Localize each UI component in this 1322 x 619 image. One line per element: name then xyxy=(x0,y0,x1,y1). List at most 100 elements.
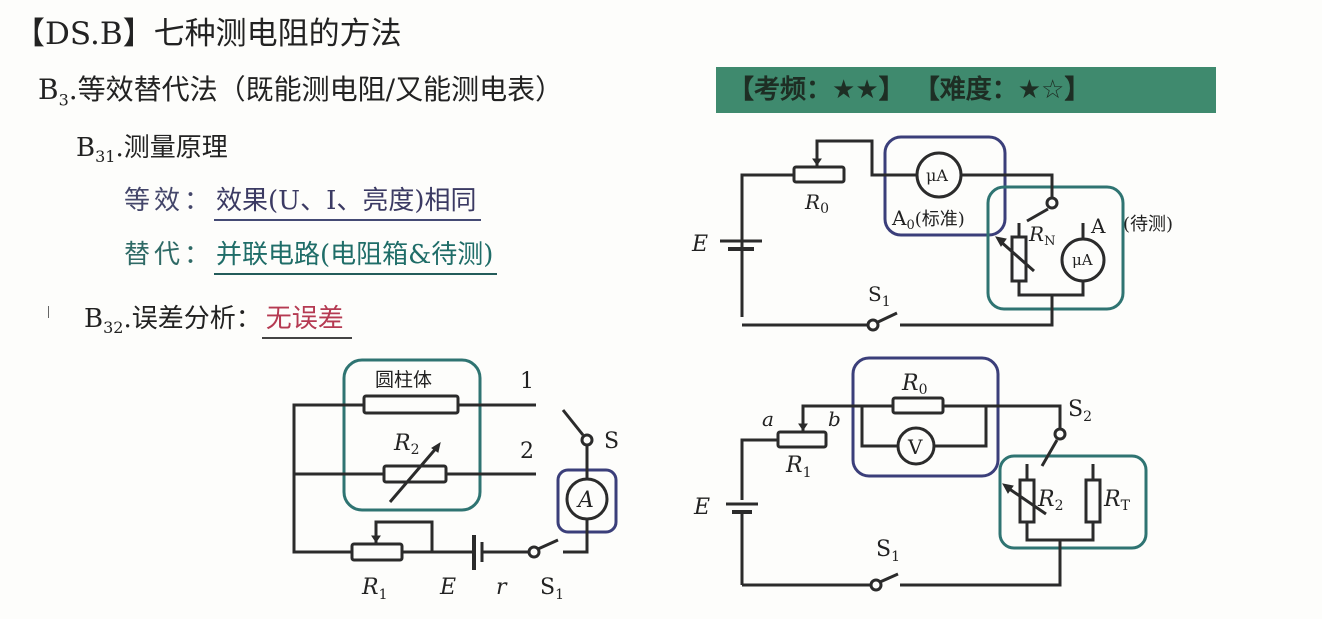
switch-s1-blade xyxy=(879,572,899,584)
meter-label-ua-2: μA xyxy=(1072,251,1093,269)
wire xyxy=(900,295,1054,327)
item-value: 并联电路(电阻箱&待测) xyxy=(214,234,498,275)
test-group-box xyxy=(986,185,1125,311)
switch-s1-blade xyxy=(537,538,559,551)
label-rn: RN xyxy=(1028,222,1055,249)
label-s1: S1 xyxy=(876,537,900,565)
margin-mark xyxy=(48,306,49,318)
cylinder-box xyxy=(342,358,482,512)
wire xyxy=(860,406,898,448)
switch-s2-blade xyxy=(1040,439,1059,467)
difficulty-stars: ★☆ xyxy=(1017,75,1065,105)
principle-item-equivalent: 等效：效果(U、I、亮度)相同 xyxy=(124,180,481,221)
label-r: r xyxy=(496,575,508,600)
label-a: A xyxy=(1090,214,1106,238)
meter-label-ua: μA xyxy=(926,166,948,185)
label-under-test: (待测) xyxy=(1123,214,1173,235)
slider-arrow-icon xyxy=(798,423,808,431)
principle-item-substitute: 替代：并联电路(电阻箱&待测) xyxy=(124,234,498,275)
circuit-cylinder-substitution: 圆柱体 R2 1 2 S A R1 E r S1 xyxy=(292,358,619,603)
switch-s1-blade xyxy=(877,311,898,324)
variable-arrow xyxy=(1007,486,1047,516)
label-e: E xyxy=(691,232,708,257)
label-a: a xyxy=(762,407,774,431)
wire xyxy=(740,173,794,317)
difficulty-label: 【难度： xyxy=(913,75,1018,105)
switch-s1-contact xyxy=(527,545,541,559)
label-position-1: 1 xyxy=(520,369,534,394)
section-heading: B3.等效替代法（既能测电阻/又能测电表） xyxy=(38,68,563,110)
rheostat-r0 xyxy=(792,165,846,184)
label-e: E xyxy=(693,495,710,520)
label-r1: R1 xyxy=(785,453,812,481)
error-sub: 32 xyxy=(103,318,124,338)
frequency-close: 】 xyxy=(878,75,905,105)
variable-arrow-icon xyxy=(1002,483,1014,494)
label-s1: S1 xyxy=(540,575,564,603)
switch-blade xyxy=(1026,207,1049,223)
wire xyxy=(1025,522,1095,542)
item-value: 效果(U、I、亮度)相同 xyxy=(214,180,481,221)
label-ammeter: A xyxy=(576,488,594,513)
label-position-2: 2 xyxy=(520,439,534,464)
switch-s1-contact xyxy=(866,318,880,332)
variable-arrow xyxy=(999,239,1035,273)
error-heading: B32.误差分析：无误差 xyxy=(84,298,352,339)
wire xyxy=(563,518,589,554)
switch-s1-contact xyxy=(869,578,883,592)
switch-contact xyxy=(1045,196,1059,210)
label-cylinder: 圆柱体 xyxy=(375,369,432,391)
label-s2: S2 xyxy=(1068,397,1092,425)
rating-banner: 【考频：★★】 【难度：★☆】 xyxy=(716,67,1216,113)
label-r2: R2 xyxy=(393,431,420,458)
principle-heading: B31.测量原理 xyxy=(76,127,228,166)
label-b: b xyxy=(828,407,841,431)
principle-prefix: B xyxy=(76,133,96,163)
principle-text: .测量原理 xyxy=(115,133,228,163)
frequency-label: 【考频： xyxy=(728,75,833,105)
thermistor-rt xyxy=(1084,478,1102,524)
switch-s-contact xyxy=(580,433,594,447)
variable-arrow xyxy=(388,445,440,503)
error-value: 无误差 xyxy=(261,298,352,339)
label-r1: R1 xyxy=(361,575,388,603)
switch-s-blade xyxy=(561,409,585,436)
switch-s2-contact xyxy=(1053,427,1067,441)
resistor-r0 xyxy=(891,396,945,415)
label-v: V xyxy=(907,435,923,459)
section-prefix: B xyxy=(38,73,59,106)
slider-arrow-icon xyxy=(812,158,822,166)
label-s1: S1 xyxy=(868,282,891,310)
circuit-thermistor-substitution: R0 a b R1 V S2 R2 RT E S1 xyxy=(693,356,1148,592)
substitute-group-box xyxy=(998,454,1148,550)
item-label: 等效： xyxy=(124,186,215,216)
label-e: E xyxy=(439,575,456,600)
label-a0: A0(标准) xyxy=(891,206,965,233)
voltmeter-group-box xyxy=(851,356,1000,478)
wire xyxy=(934,406,988,448)
label-r0: R0 xyxy=(901,371,928,398)
principle-sub: 31 xyxy=(95,147,116,167)
label-rt: RT xyxy=(1103,487,1131,514)
rheostat-r1 xyxy=(776,430,828,449)
wire xyxy=(740,438,778,500)
error-text: .误差分析： xyxy=(123,304,262,334)
rheostat-r1 xyxy=(350,542,404,562)
variable-arrow-icon xyxy=(995,236,1007,247)
section-sub: 3 xyxy=(58,90,69,110)
label-r0: R0 xyxy=(804,190,829,217)
slider-wire xyxy=(374,520,434,552)
frequency-stars: ★★ xyxy=(832,75,879,105)
error-prefix: B xyxy=(84,304,104,334)
label-s: S xyxy=(604,429,619,454)
difficulty-close: 】 xyxy=(1064,75,1091,105)
cylinder-resistor xyxy=(362,394,460,415)
wire xyxy=(961,173,1054,197)
slider-wire xyxy=(815,139,916,177)
wire xyxy=(1017,281,1085,297)
label-r2: R2 xyxy=(1037,487,1064,514)
page-title: 【DS.B】七种测电阻的方法 xyxy=(14,16,402,52)
wire xyxy=(900,540,1062,587)
section-text: .等效替代法（既能测电阻/又能测电表） xyxy=(68,73,564,106)
circuit-ammeter-substitution: R0 E S1 μA A0(标准) RN A (待测) μA xyxy=(691,135,1173,332)
